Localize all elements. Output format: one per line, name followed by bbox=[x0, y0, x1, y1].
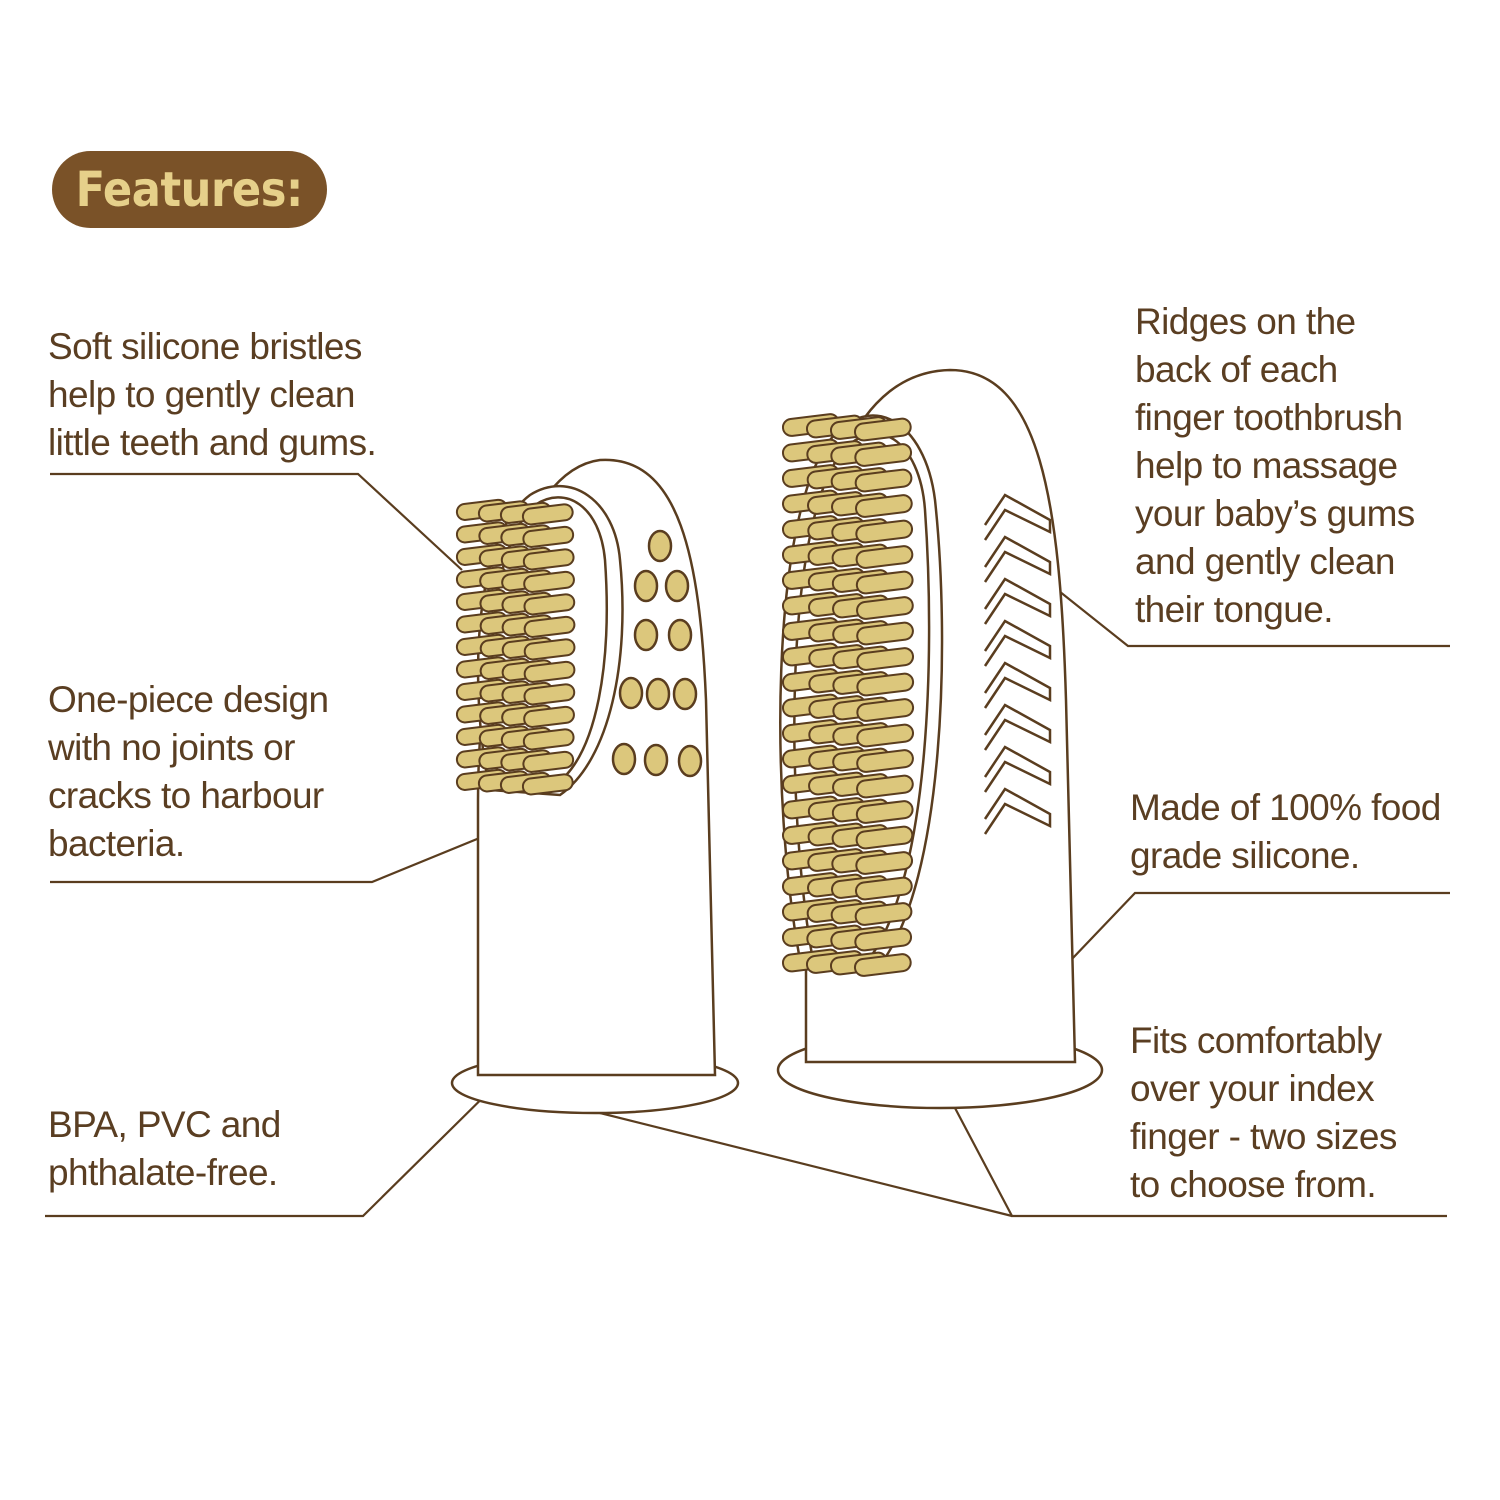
bristle bbox=[523, 570, 575, 593]
bristle bbox=[855, 825, 914, 850]
feature-text: grade silicone. bbox=[1130, 835, 1360, 876]
feature-text: Made of 100% food bbox=[1130, 787, 1441, 828]
ridge bbox=[983, 787, 1052, 835]
massage-dot bbox=[633, 618, 659, 652]
bristle bbox=[856, 647, 915, 671]
bristle bbox=[856, 698, 915, 722]
massage-dot bbox=[645, 677, 671, 711]
bristle bbox=[856, 723, 915, 748]
feature-bpa-free: BPA, PVC and phthalate-free. bbox=[48, 1101, 281, 1197]
bristle bbox=[521, 773, 574, 796]
massage-dot bbox=[647, 529, 673, 563]
bristle bbox=[522, 750, 575, 773]
bristle bbox=[855, 545, 914, 569]
ridge bbox=[983, 493, 1052, 541]
feature-text: little teeth and gums. bbox=[48, 422, 377, 463]
feature-text: One-piece design bbox=[48, 679, 329, 720]
ridge bbox=[983, 745, 1052, 793]
feature-ridges: Ridges on the back of each finger toothb… bbox=[1135, 298, 1415, 634]
massage-dot bbox=[664, 569, 690, 603]
feature-text: finger - two sizes bbox=[1130, 1116, 1397, 1157]
ridge bbox=[983, 535, 1052, 583]
ridge bbox=[983, 661, 1052, 709]
ridge bbox=[983, 703, 1052, 751]
bristle bbox=[856, 621, 914, 646]
feature-text: help to massage bbox=[1135, 445, 1398, 486]
bristle bbox=[853, 417, 912, 442]
feature-text: BPA, PVC and bbox=[48, 1104, 281, 1145]
bristle bbox=[856, 749, 914, 773]
massage-dot bbox=[633, 569, 659, 603]
massage-dot bbox=[618, 676, 644, 710]
bristle bbox=[522, 525, 575, 548]
feature-text: Fits comfortably bbox=[1130, 1020, 1382, 1061]
bristle bbox=[522, 728, 575, 751]
bristle bbox=[853, 953, 912, 977]
feature-text: to choose from. bbox=[1130, 1164, 1377, 1205]
massage-dot bbox=[672, 677, 698, 711]
bristle bbox=[855, 570, 914, 595]
feature-text: their tongue. bbox=[1135, 589, 1334, 630]
feature-text: back of each bbox=[1135, 349, 1338, 390]
feature-text: help to gently clean bbox=[48, 374, 355, 415]
features-title: Features: bbox=[75, 161, 304, 218]
massage-dot bbox=[677, 744, 703, 778]
leader-line-bristles bbox=[50, 472, 463, 571]
bristle bbox=[855, 494, 913, 518]
feature-text: with no joints or bbox=[48, 727, 295, 768]
bristle bbox=[854, 468, 913, 493]
bristle bbox=[856, 596, 914, 620]
feature-text: cracks to harbour bbox=[48, 775, 324, 816]
bristle bbox=[855, 800, 914, 824]
bristle bbox=[854, 927, 913, 952]
bristle bbox=[522, 548, 575, 571]
bristle bbox=[856, 672, 915, 697]
feature-text: bacteria. bbox=[48, 823, 185, 864]
feature-text: over your index bbox=[1130, 1068, 1375, 1109]
bristle bbox=[523, 660, 576, 683]
bristle bbox=[523, 683, 576, 706]
bristle bbox=[523, 593, 576, 616]
bristle bbox=[855, 851, 914, 875]
bristle bbox=[523, 705, 575, 728]
large-finger-toothbrush bbox=[776, 368, 1104, 1110]
ridge bbox=[983, 619, 1052, 667]
feature-one-piece: One-piece design with no joints or crack… bbox=[48, 676, 329, 868]
feature-text: finger toothbrush bbox=[1135, 397, 1403, 438]
feature-silicone: Made of 100% food grade silicone. bbox=[1130, 784, 1441, 880]
ridge bbox=[983, 577, 1052, 625]
bristle bbox=[521, 503, 574, 526]
small-finger-toothbrush bbox=[450, 458, 740, 1115]
bristle bbox=[523, 638, 576, 661]
bristle bbox=[855, 876, 913, 901]
feature-text: and gently clean bbox=[1135, 541, 1395, 582]
bristle bbox=[856, 774, 914, 799]
feature-text: Soft silicone bristles bbox=[48, 326, 362, 367]
bristle bbox=[854, 902, 913, 926]
feature-text: your baby’s gums bbox=[1135, 493, 1415, 534]
feature-fits: Fits comfortably over your index finger … bbox=[1130, 1017, 1397, 1209]
bristle bbox=[854, 443, 913, 467]
bristle bbox=[523, 615, 576, 638]
massage-dot bbox=[643, 743, 669, 777]
feature-text: phthalate-free. bbox=[48, 1152, 278, 1193]
features-badge: Features: bbox=[52, 151, 327, 228]
feature-bristles: Soft silicone bristles help to gently cl… bbox=[48, 323, 377, 467]
massage-dot bbox=[667, 618, 693, 652]
bristle bbox=[855, 519, 914, 544]
leader-line-fits-2 bbox=[579, 1106, 1013, 1218]
massage-dot bbox=[611, 742, 637, 776]
feature-text: Ridges on the bbox=[1135, 301, 1356, 342]
